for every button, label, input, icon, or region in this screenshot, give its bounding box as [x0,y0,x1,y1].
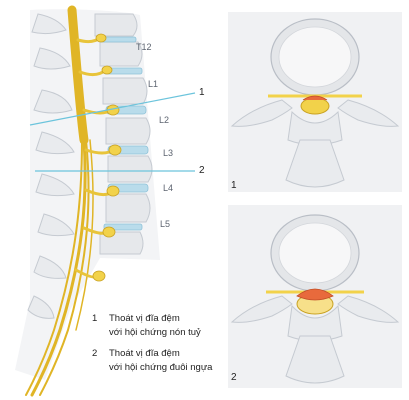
vertebra-label-l2: L2 [159,115,170,125]
legend-item-number: 2 [92,348,98,359]
vertebra-label-l3: L3 [163,148,174,158]
legend-item-text-line1: Thoát vị đĩa đệm [109,313,180,324]
cross-section-2-illustration [230,214,400,384]
dorsal-root-ganglia [92,33,122,282]
vertebra-label-l4: L4 [163,183,174,193]
vertebral-bodies [94,13,153,255]
panel-number-2: 2 [231,372,237,383]
cut-line-number-1: 1 [199,87,205,98]
cross-section-1-illustration [230,18,400,188]
cut-line-number-2: 2 [199,165,205,176]
vertebra-label-t12: T12 [136,42,152,52]
spinous-processes [27,13,75,319]
legend-item-text-line2: với hội chứng đuôi ngựa [109,362,213,373]
vertebra-label-l1: L1 [148,79,159,89]
legend-item-text-line2: với hội chứng nón tuỷ [109,327,201,338]
vertebra-label-l5: L5 [160,219,171,229]
panel-number-1: 1 [231,180,237,191]
legend-item-text-line1: Thoát vị đĩa đệm [109,348,180,359]
legend-item-number: 1 [92,313,98,324]
cut-line-1 [29,92,196,126]
